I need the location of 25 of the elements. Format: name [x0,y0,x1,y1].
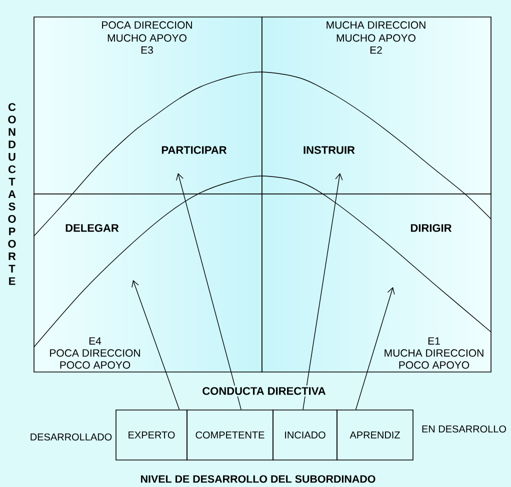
scale-end-label: EN DESARROLLO [422,425,506,433]
stage-code: E4 [89,337,102,345]
heading-text: POCO APOYO [60,361,130,369]
heading-text: POCO APOYO [399,361,470,369]
stage-code: E1 [428,337,440,345]
heading-text: POCA DIRECCION [102,21,192,29]
style-label: DIRIGIR [410,224,452,232]
level-cell: EXPERTO [116,410,188,460]
scale-end-label: DESARROLLADO [30,433,112,441]
level-cell: APRENDIZ [336,410,414,460]
heading-text: POCA DIRECCION [50,349,140,357]
heading-text: MUCHO APOYO [336,34,416,42]
style-label: DELEGAR [66,224,119,232]
stage-code: E3 [141,46,153,54]
style-label: INSTRUIR [304,146,355,154]
stage-code: E2 [370,46,382,54]
style-label: PARTICIPAR [162,146,227,154]
axis-title: CONDUCTA SOPORTE [8,103,16,285]
scale-title: NIVEL DE DESARROLLO DEL SUBORDINADO [141,475,376,483]
level-cell: COMPETENTE [186,410,274,460]
axis-title: CONDUCTA DIRECTIVA [200,386,328,396]
heading-text: MUCHA DIRECCION [326,21,426,29]
heading-text: MUCHO APOYO [108,34,186,42]
level-cell: INCIADO [272,410,338,460]
heading-text: MUCHA DIRECCION [384,349,484,357]
